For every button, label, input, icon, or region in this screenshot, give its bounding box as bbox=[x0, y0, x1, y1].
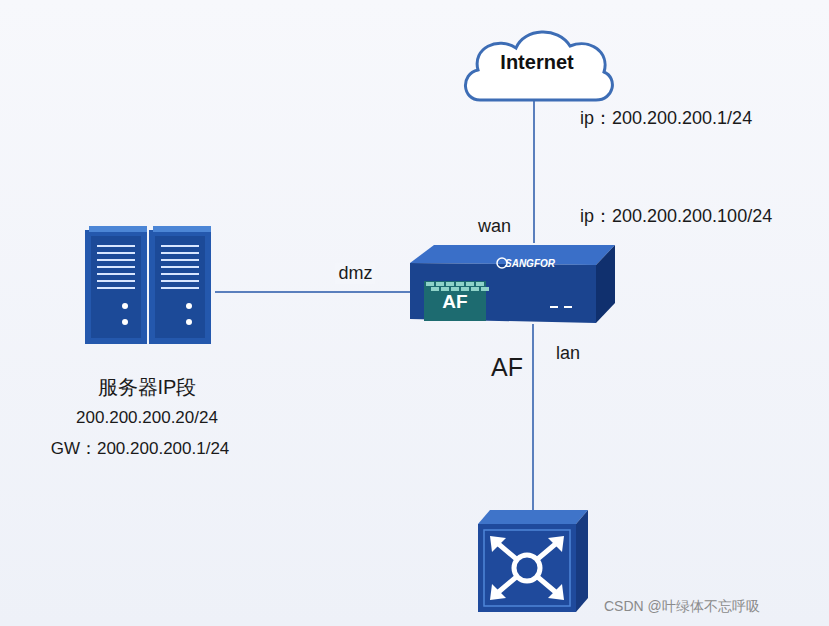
switch-icon bbox=[478, 510, 588, 612]
network-link bbox=[533, 100, 535, 243]
node-shape bbox=[410, 243, 615, 325]
node-text: AF bbox=[442, 291, 467, 313]
node-text: AF bbox=[491, 353, 523, 382]
link-label: dmz bbox=[335, 263, 375, 284]
lan-wire bbox=[532, 324, 534, 512]
annotation-label: ip：200.200.200.100/24 bbox=[580, 204, 772, 228]
firewall-node: SANGFOR AF AF bbox=[410, 243, 615, 383]
firewall-device bbox=[410, 245, 615, 323]
node-shape bbox=[85, 226, 215, 346]
annotation-label: lan bbox=[556, 343, 580, 364]
node-text: Internet bbox=[500, 51, 573, 74]
server-icon bbox=[85, 226, 211, 344]
node-text: SANGFOR bbox=[505, 258, 555, 269]
cloud-outline bbox=[465, 32, 612, 100]
node-text: GW：200.200.200.1/24 bbox=[51, 437, 230, 460]
server-node: 服务器IP段 200.200.200.20/24GW：200.200.200.1/… bbox=[20, 226, 275, 458]
watermark: CSDN @叶绿体不忘呼吸 bbox=[604, 598, 760, 616]
annotation-label: wan bbox=[478, 216, 511, 237]
network-link bbox=[215, 291, 410, 293]
node-text: 200.200.200.20/24 bbox=[76, 408, 218, 428]
cloud-node: Internet bbox=[458, 22, 616, 104]
node-text: 服务器IP段 bbox=[98, 374, 197, 401]
annotation-label: ip：200.200.200.1/24 bbox=[580, 106, 752, 130]
